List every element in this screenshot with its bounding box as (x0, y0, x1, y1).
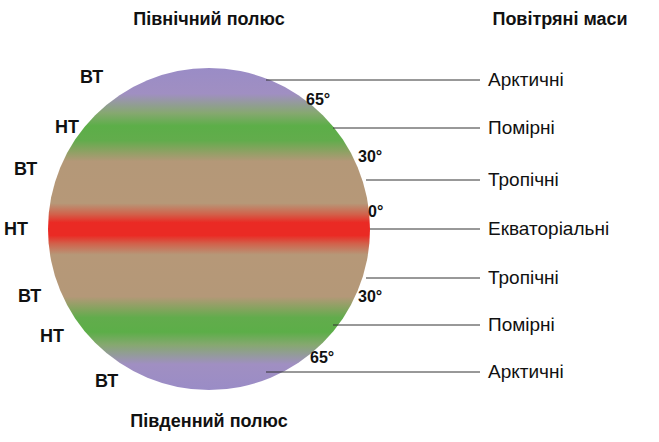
air-mass-name: Екваторіальні (488, 219, 609, 240)
pressure-mark: ВТ (80, 68, 103, 88)
pressure-mark: ВТ (18, 287, 41, 307)
leader-line (370, 229, 480, 230)
pole-title: Південний полюс (130, 412, 287, 432)
air-mass-name: Тропічні (488, 170, 559, 191)
air-mass-name: Помірні (488, 315, 555, 336)
latitude-label: 30° (358, 288, 382, 306)
leader-lines (266, 80, 480, 372)
latitude-label: 65° (306, 91, 330, 109)
pressure-mark: НТ (4, 220, 28, 240)
latitude-label: 30° (358, 148, 382, 166)
leader-line (366, 180, 480, 181)
air-mass-name: Помірні (488, 118, 555, 139)
legend-heading: Повітряні маси (492, 10, 627, 30)
latitude-label: 0° (368, 203, 383, 221)
air-mass-name: Тропічні (488, 268, 559, 289)
leader-line (266, 80, 480, 81)
leader-line (266, 372, 480, 373)
pole-title: Північний полюс (133, 10, 284, 30)
air-mass-name: Арктичні (488, 362, 564, 383)
pressure-mark: НТ (40, 327, 64, 347)
pressure-mark: ВТ (95, 372, 118, 392)
leader-line (366, 278, 480, 279)
latitude-label: 65° (310, 349, 334, 367)
leader-line (333, 325, 480, 326)
air-mass-name: Арктичні (488, 70, 564, 91)
pressure-mark: ВТ (14, 160, 37, 180)
leader-line (333, 128, 480, 129)
pressure-mark: НТ (55, 118, 79, 138)
globe (48, 68, 370, 390)
